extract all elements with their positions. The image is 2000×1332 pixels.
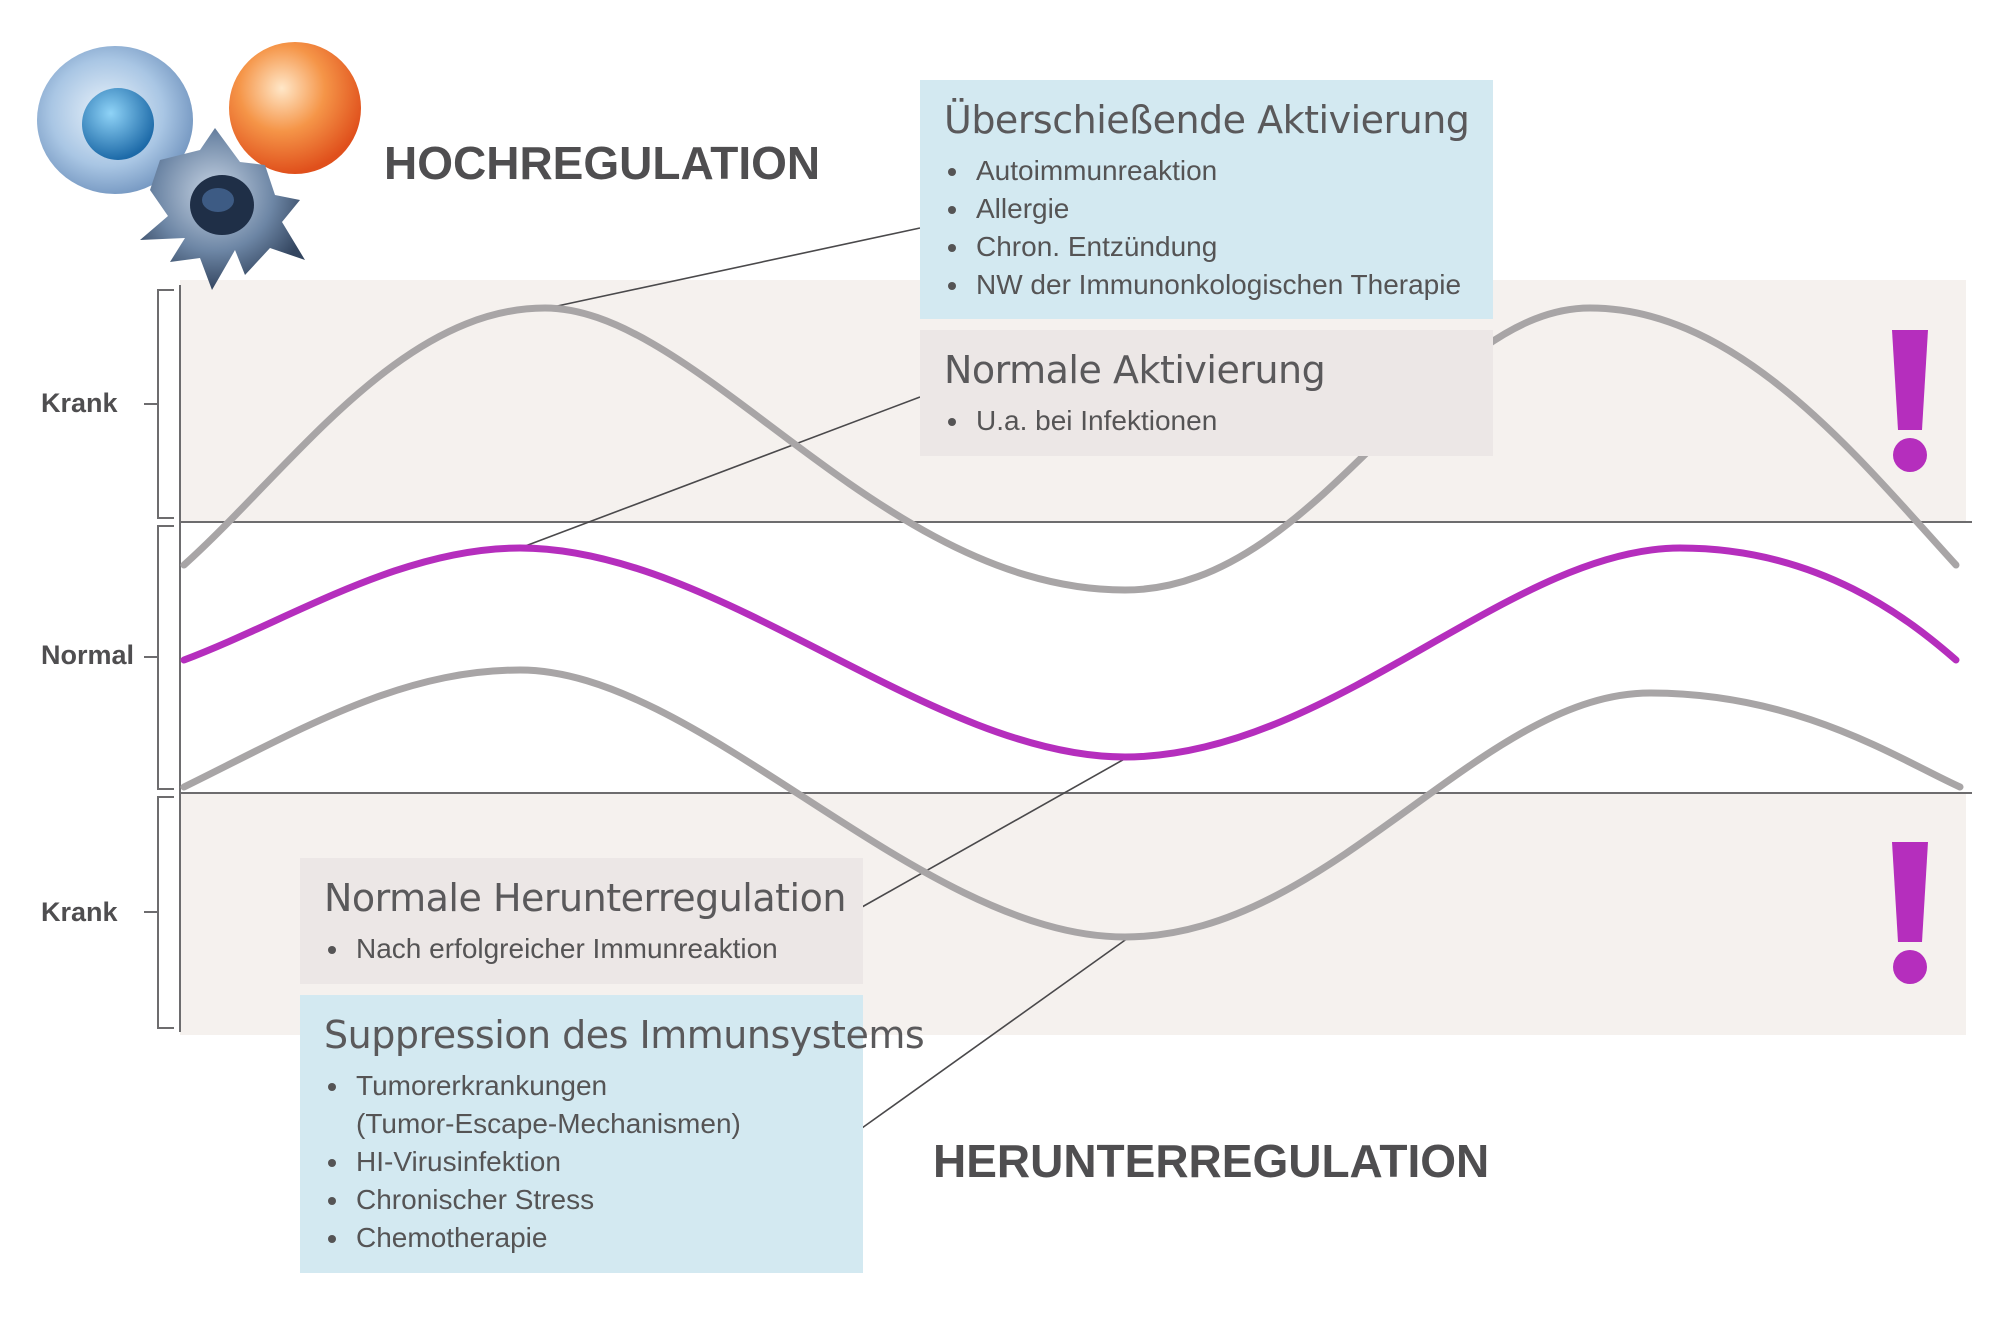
connector-suppression [861, 937, 1129, 1129]
list-item: Chemotherapie [324, 1219, 841, 1257]
list-item: NW der Immunonkologischen Therapie [944, 266, 1471, 304]
lower-krank-bracket [144, 796, 174, 1029]
normal-regulation-curve [180, 544, 1960, 761]
overactivation-title: Überschießende Aktivierung [944, 98, 1470, 142]
list-item: Tumorerkrankungen [324, 1067, 841, 1105]
list-item: Nach erfolgreicher Immunreaktion [324, 930, 841, 968]
list-item: Chronischer Stress [324, 1181, 841, 1219]
suppression-title: Suppression des Immunsystems [324, 1013, 925, 1057]
list-item: Autoimmunreaktion [944, 152, 1471, 190]
suppression-list: Tumorerkrankungen (Tumor-Escape-Mechanis… [324, 1067, 841, 1257]
normal-bracket [144, 525, 174, 790]
normal-downregulation-box: Normale Herunterregulation Nach erfolgre… [300, 858, 863, 984]
immune-cells-illustration [37, 42, 361, 290]
normal-activation-title: Normale Aktivierung [944, 348, 1326, 392]
suppression-curve [180, 666, 1964, 941]
connector-normal-activation [519, 396, 921, 549]
list-item: U.a. bei Infektionen [944, 402, 1471, 440]
herunterregulation-title: HERUNTERREGULATION [933, 1135, 1490, 1187]
list-item: HI-Virusinfektion [324, 1143, 841, 1181]
overactivation-box: Überschießende Aktivierung Autoimmunreak… [920, 80, 1493, 319]
normal-activation-box: Normale Aktivierung U.a. bei Infektionen [920, 330, 1493, 456]
normal-downregulation-list: Nach erfolgreicher Immunreaktion [324, 930, 841, 968]
list-item: Chron. Entzündung [944, 228, 1471, 266]
connector-overactivation [547, 227, 921, 309]
level-label-normal: Normal [41, 640, 135, 670]
connector-normal-downregulation [861, 756, 1129, 908]
overactivation-curve [180, 304, 1960, 594]
upper-krank-bracket [144, 289, 174, 519]
level-label-upper-krank: Krank [41, 388, 118, 418]
hochregulation-title: HOCHREGULATION [384, 137, 821, 189]
overactivation-list: Autoimmunreaktion Allergie Chron. Entzün… [944, 152, 1471, 304]
exclamation-mark-icon-lower [1892, 842, 1928, 984]
suppression-box: Suppression des Immunsystems Tumorerkran… [300, 995, 925, 1273]
exclamation-mark-icon-upper [1892, 330, 1928, 472]
normal-activation-list: U.a. bei Infektionen [944, 402, 1471, 440]
list-item-continuation: (Tumor-Escape-Mechanismen) [356, 1108, 741, 1139]
list-item: Allergie [944, 190, 1471, 228]
level-label-lower-krank: Krank [41, 897, 118, 927]
normal-downregulation-title: Normale Herunterregulation [324, 876, 846, 920]
